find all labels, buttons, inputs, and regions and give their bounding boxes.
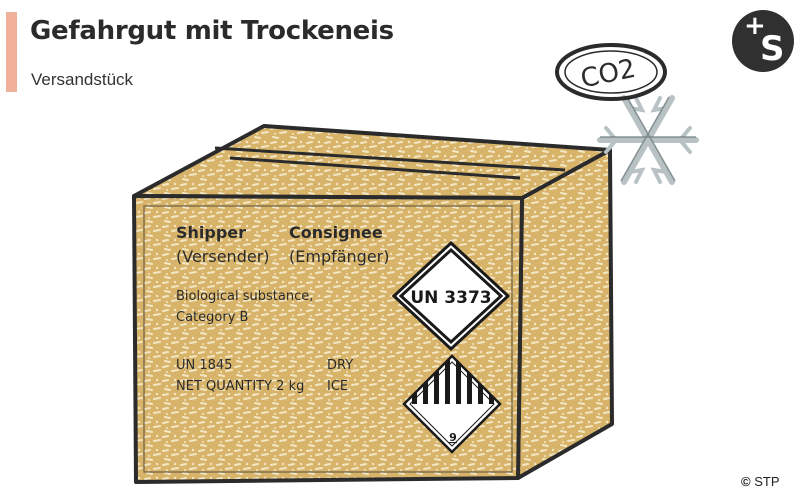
logo-plus: + <box>744 11 766 41</box>
shipper-sublabel: (Versender) <box>176 247 270 266</box>
copyright-text: STP <box>754 474 780 489</box>
box-front-panel <box>143 205 513 473</box>
co2-cloud-icon: CO2 <box>555 43 667 101</box>
substance-line-1: Biological substance, <box>176 289 314 304</box>
dry-ice-line-1: DRY <box>327 358 354 373</box>
box-side-face <box>516 148 614 480</box>
snowflake-outline <box>600 96 696 182</box>
un-number: UN 1845 <box>176 358 233 373</box>
un3373-text: UN 3373 <box>410 288 491 308</box>
consignee-label: Consignee <box>289 223 383 242</box>
page-subtitle: Versandstück <box>31 70 134 89</box>
un3373-label: UN 3373 <box>391 240 511 352</box>
copyright-icon: © <box>741 474 751 489</box>
class9-number: 9 <box>449 431 457 444</box>
page-title: Gefahrgut mit Trockeneis <box>30 16 394 46</box>
stp-logo: + S <box>732 10 794 72</box>
consignee-sublabel: (Empfänger) <box>289 247 390 266</box>
box-top-face <box>132 124 612 200</box>
dry-ice-line-2: ICE <box>327 379 349 394</box>
logo-letter: S <box>760 29 785 69</box>
copyright-notice: © STP <box>741 474 780 489</box>
net-quantity: NET QUANTITY 2 kg <box>176 379 305 394</box>
box-tape-seam <box>214 146 566 180</box>
shipper-label: Shipper <box>176 223 247 242</box>
co2-text: CO2 <box>578 54 638 95</box>
accent-bar <box>6 12 17 92</box>
snowflake-icon <box>597 95 699 185</box>
substance-line-2: Category B <box>176 310 249 325</box>
